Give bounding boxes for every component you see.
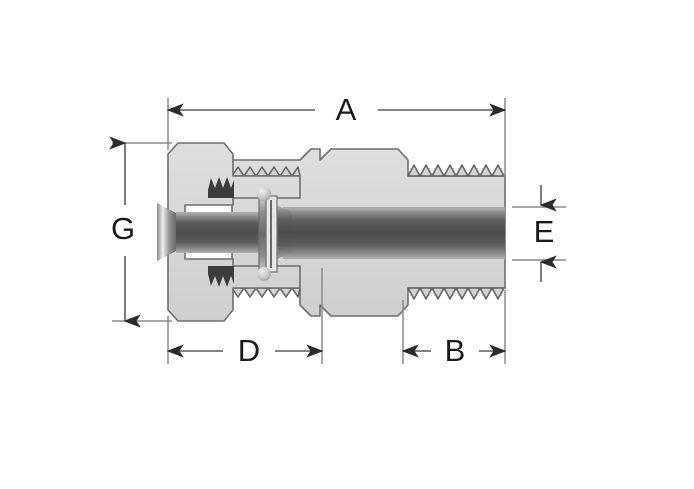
thread-root-detail [208, 177, 234, 287]
male-thread [407, 164, 506, 300]
dimension-G: G [109, 136, 172, 328]
dimension-D: D [166, 268, 324, 368]
ferrule-ball-bottom [257, 267, 271, 281]
dimension-A: A [166, 92, 507, 178]
dimension-label-G: G [111, 211, 135, 246]
dimension-B: B [401, 290, 507, 368]
dimension-label-A: A [336, 92, 357, 127]
dimension-label-D: D [238, 333, 260, 368]
dimension-label-B: B [445, 333, 466, 368]
fitting-assembly-geometry [157, 142, 506, 322]
tube [157, 203, 505, 261]
female-thread-engagement [231, 166, 301, 298]
ferrule-ball-top [257, 187, 271, 201]
ferrule [257, 187, 278, 281]
dimension-label-E: E [534, 214, 555, 249]
dimension-E: E [512, 185, 566, 282]
